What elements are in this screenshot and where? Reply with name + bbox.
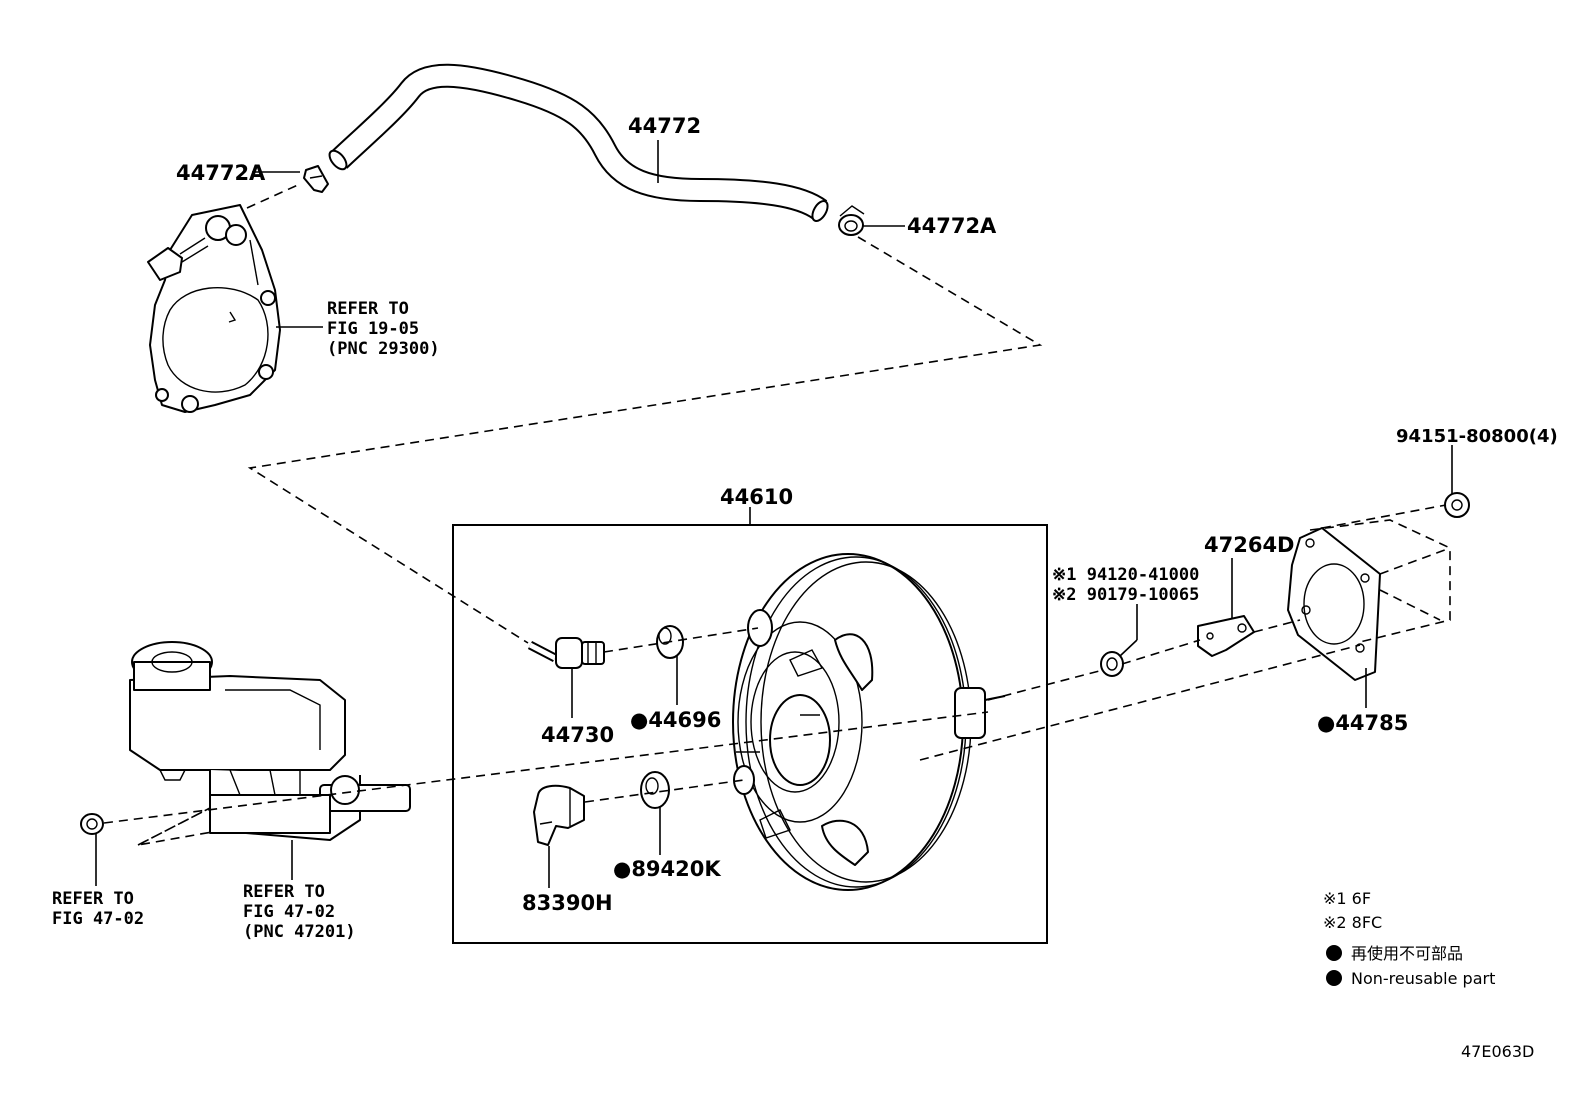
brake-booster[interactable] (732, 553, 1006, 891)
vacuum-sensor[interactable] (533, 784, 585, 846)
figure-code: 47E063D (1461, 1042, 1534, 1061)
label-44730: 44730 (541, 723, 614, 747)
label-47264d: 47264D (1204, 533, 1295, 557)
note-2: ※2 8FC (1323, 913, 1382, 932)
check-valve[interactable] (527, 637, 605, 669)
leader-lines (95, 140, 1453, 888)
legend-jp: 再使用不可部品 (1351, 944, 1463, 963)
label-44772a-left: 44772A (176, 161, 266, 185)
label-83390h: 83390H (522, 891, 613, 915)
note-1: ※1 6F (1323, 889, 1371, 908)
dashed-connections (103, 183, 1451, 846)
label-94151: 94151-80800(4) (1396, 426, 1558, 447)
label-89420k: ●89420K (613, 857, 721, 881)
label-44772a-right: 44772A (907, 214, 997, 238)
master-cylinder-nut[interactable] (80, 813, 104, 835)
gasket[interactable] (1287, 527, 1381, 681)
ref-mc-line3: (PNC 47201) (243, 922, 356, 942)
ref-mc-nut-line1: REFER TO (52, 889, 134, 909)
label-44772: 44772 (628, 114, 701, 138)
label-clevis-2: ※2 90179-10065 (1052, 585, 1199, 605)
ref-mc-nut-line2: FIG 47-02 (52, 909, 144, 929)
ref-pump-line3: (PNC 29300) (327, 339, 440, 359)
ref-mc-line2: FIG 47-02 (243, 902, 335, 922)
label-44696: ●44696 (630, 708, 721, 732)
hose-clip-right[interactable] (838, 205, 865, 236)
vacuum-pump[interactable] (147, 204, 281, 413)
legend-en: Non-reusable part (1351, 969, 1495, 988)
ref-pump-line1: REFER TO (327, 299, 409, 319)
ref-mc-line1: REFER TO (243, 882, 325, 902)
legend-dot-jp (1326, 945, 1342, 961)
vacuum-hose[interactable] (326, 63, 830, 224)
label-clevis-1: ※1 94120-41000 (1052, 565, 1199, 585)
legend-dot-en (1326, 970, 1342, 986)
ref-pump-line2: FIG 19-05 (327, 319, 419, 339)
label-44785: ●44785 (1317, 711, 1408, 735)
bracket[interactable] (1197, 615, 1255, 657)
hose-clip-left[interactable] (303, 165, 329, 193)
mounting-nut[interactable] (1444, 492, 1470, 518)
grommet-lower[interactable] (640, 771, 670, 809)
label-44610: 44610 (720, 485, 793, 509)
master-cylinder-assembly[interactable] (129, 641, 411, 841)
